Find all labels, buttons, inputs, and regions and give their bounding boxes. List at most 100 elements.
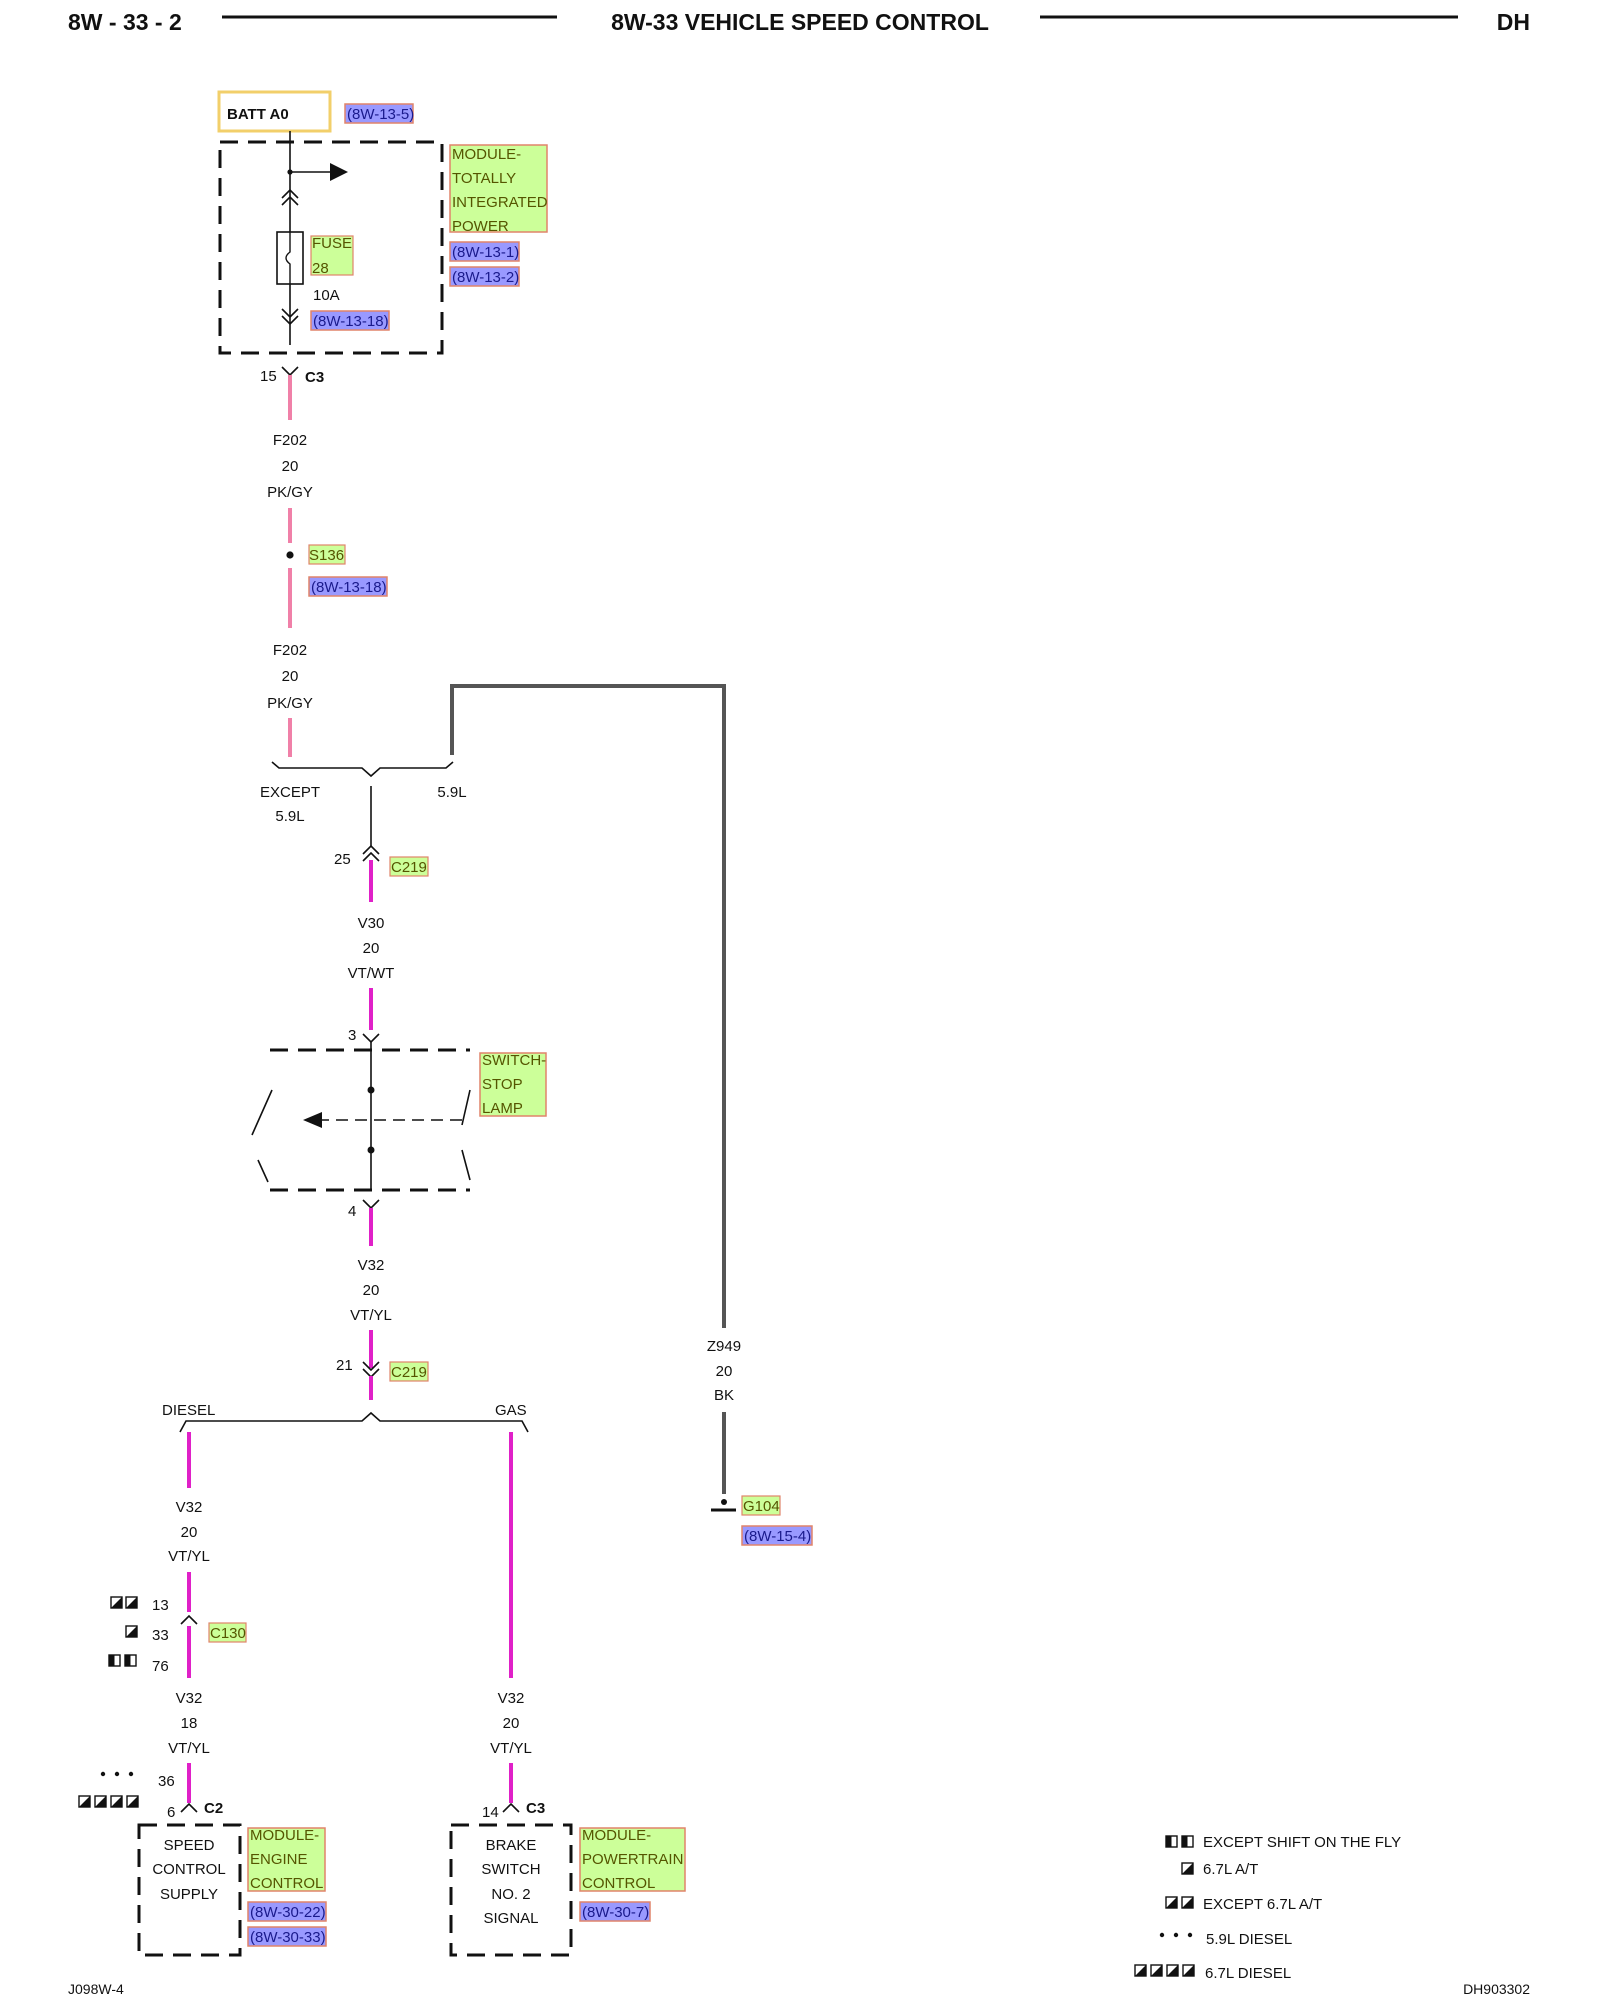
branch-label-left: DIESEL bbox=[162, 1402, 215, 1419]
wire-circuit: V30 bbox=[358, 915, 385, 932]
switch-label-box bbox=[479, 1052, 547, 1117]
ground-ref[interactable]: (8W-15-4) bbox=[744, 1528, 811, 1545]
ecm-ref[interactable]: (8W-30-22) bbox=[250, 1904, 326, 1921]
powertrain-control-module: 14 C3 BRAKE SWITCH NO. 2 SIGNAL MODULE- … bbox=[449, 1800, 686, 1957]
pcm-pin-function: SIGNAL bbox=[483, 1910, 538, 1927]
ecm-pin: 6 bbox=[167, 1804, 175, 1821]
page-footer: J098W-4 DH903302 bbox=[68, 1981, 1530, 1997]
switch-pin-out: 4 bbox=[348, 1203, 356, 1220]
tipm-label-line: INTEGRATED bbox=[452, 194, 548, 211]
pcm-pin-function: SWITCH bbox=[481, 1861, 540, 1878]
ground-label-box bbox=[741, 1495, 781, 1516]
splice-dot-icon bbox=[286, 551, 294, 559]
switch-outline-right bbox=[461, 1089, 471, 1181]
fuse-element-icon bbox=[285, 232, 291, 284]
footer-left-code: J098W-4 bbox=[68, 1981, 124, 1997]
legend-text: 6.7L A/T bbox=[1203, 1861, 1258, 1878]
legend: EXCEPT SHIFT ON THE FLY 6.7L A/T EXCEPT … bbox=[1134, 1834, 1401, 1982]
switch-pin-in-chevron-icon bbox=[362, 1033, 380, 1044]
switch-outline-left bbox=[251, 1089, 273, 1183]
batt-ref[interactable]: (8W-13-5) bbox=[347, 106, 414, 123]
wire-color: VT/WT bbox=[348, 965, 395, 982]
tipm-ref[interactable]: (8W-13-1) bbox=[452, 244, 519, 261]
connector-c219-upper: 25 C219 bbox=[334, 844, 429, 877]
switch-pin-out-chevron-icon bbox=[362, 1199, 380, 1210]
ecm-connector-chevron-icon bbox=[180, 1802, 198, 1813]
wire-color: PK/GY bbox=[267, 695, 313, 712]
switch-contact-dot-icon bbox=[367, 1086, 375, 1094]
connector-label-box bbox=[208, 1622, 247, 1643]
variant-dot-icon bbox=[114, 1771, 120, 1777]
page-number: 8W - 33 - 2 bbox=[68, 9, 182, 35]
legend-diagonal-square-icon bbox=[1182, 1964, 1195, 1977]
switch-contact-dot-icon bbox=[367, 1146, 375, 1154]
connector-name: C130 bbox=[210, 1625, 246, 1642]
wire-label-z949: Z949 20 BK bbox=[707, 1338, 741, 1404]
ecm-label-box bbox=[247, 1827, 326, 1892]
ground-ref-box bbox=[741, 1525, 813, 1546]
variant-diagonal-square-icon bbox=[125, 1625, 138, 1638]
wire-label-v32-diesel-upper: V32 20 VT/YL bbox=[168, 1499, 210, 1565]
connector-pin: 76 bbox=[152, 1658, 169, 1675]
branch-top: EXCEPT 5.9L 5.9L bbox=[260, 761, 467, 825]
batt-source-label: BATT A0 bbox=[227, 106, 289, 123]
wire-color: VT/YL bbox=[168, 1548, 210, 1565]
legend-diagonal-square-icon bbox=[1150, 1964, 1163, 1977]
page-title: 8W-33 VEHICLE SPEED CONTROL bbox=[611, 9, 989, 35]
variant-diagonal-square-icon bbox=[110, 1795, 123, 1808]
pcm-ref[interactable]: (8W-30-7) bbox=[582, 1904, 649, 1921]
fuse-ref[interactable]: (8W-13-18) bbox=[313, 313, 389, 330]
ecm-label-line: MODULE- bbox=[250, 1827, 319, 1844]
upper-connector-chevron-icon bbox=[281, 188, 299, 206]
wire-label-v32-diesel-lower: V32 18 VT/YL bbox=[168, 1690, 210, 1757]
wire-color: VT/YL bbox=[490, 1740, 532, 1757]
wire-circuit: V32 bbox=[358, 1257, 385, 1274]
wire-circuit: V32 bbox=[176, 1690, 203, 1707]
variant-diagonal-square-icon bbox=[110, 1596, 123, 1609]
branch-arrow-icon bbox=[330, 163, 348, 181]
legend-diagonal-square-icon bbox=[1165, 1896, 1178, 1909]
branch-bracket-icon bbox=[179, 1411, 529, 1433]
variant-dot-icon bbox=[100, 1771, 106, 1777]
wire-circuit: V32 bbox=[498, 1690, 525, 1707]
variant-split-square-icon bbox=[108, 1654, 121, 1667]
fuse-label-box bbox=[310, 235, 354, 276]
connector-name: C219 bbox=[391, 1364, 427, 1381]
wire-gauge: 20 bbox=[282, 458, 299, 475]
batt-ref-box bbox=[344, 103, 414, 124]
tipm-label-line: TOTALLY bbox=[452, 170, 516, 187]
wire-circuit: F202 bbox=[273, 642, 307, 659]
battery-feed: BATT A0 (8W-13-5) bbox=[217, 90, 414, 133]
ground-dot-icon bbox=[721, 1499, 727, 1505]
ground-g104: G104 (8W-15-4) bbox=[711, 1495, 813, 1546]
tipm-ref-box bbox=[449, 266, 520, 287]
pcm-label-line: MODULE- bbox=[582, 1827, 651, 1844]
connector-c219-lower: 21 C219 bbox=[336, 1357, 429, 1382]
connector-chevron-icon bbox=[180, 1614, 198, 1625]
ecm-connector: C2 bbox=[204, 1800, 223, 1817]
connector-c130: 13 33 76 C130 bbox=[108, 1596, 247, 1675]
branch-label-right: GAS bbox=[495, 1402, 527, 1419]
wire-gauge: 20 bbox=[503, 1715, 520, 1732]
connector-pin: 13 bbox=[152, 1597, 169, 1614]
fuse-rating: 10A bbox=[313, 287, 340, 304]
wire-circuit: Z949 bbox=[707, 1338, 741, 1355]
switch-actuator-arrow-icon bbox=[303, 1112, 322, 1128]
branch-label-left: 5.9L bbox=[275, 808, 304, 825]
ecm-ref[interactable]: (8W-30-33) bbox=[250, 1929, 326, 1946]
branch-bottom: DIESEL GAS bbox=[162, 1402, 529, 1433]
splice-ref[interactable]: (8W-13-18) bbox=[311, 579, 387, 596]
splice-name: S136 bbox=[309, 547, 344, 564]
switch-label-line: LAMP bbox=[482, 1100, 523, 1117]
ecm-pin: 36 bbox=[158, 1773, 175, 1790]
engine-control-module: 36 6 C2 SPEED CONTROL SUPPLY MODULE- ENG… bbox=[78, 1771, 327, 1957]
connector-pin: 25 bbox=[334, 851, 351, 868]
variant-diagonal-square-icon bbox=[125, 1596, 138, 1609]
variant-diagonal-square-icon bbox=[94, 1795, 107, 1808]
ecm-ref-box bbox=[247, 1901, 327, 1922]
legend-split-square-icon bbox=[1181, 1835, 1194, 1848]
wire-gauge: 20 bbox=[716, 1363, 733, 1380]
tipm-ref[interactable]: (8W-13-2) bbox=[452, 269, 519, 286]
connector-label-box bbox=[389, 1361, 429, 1382]
